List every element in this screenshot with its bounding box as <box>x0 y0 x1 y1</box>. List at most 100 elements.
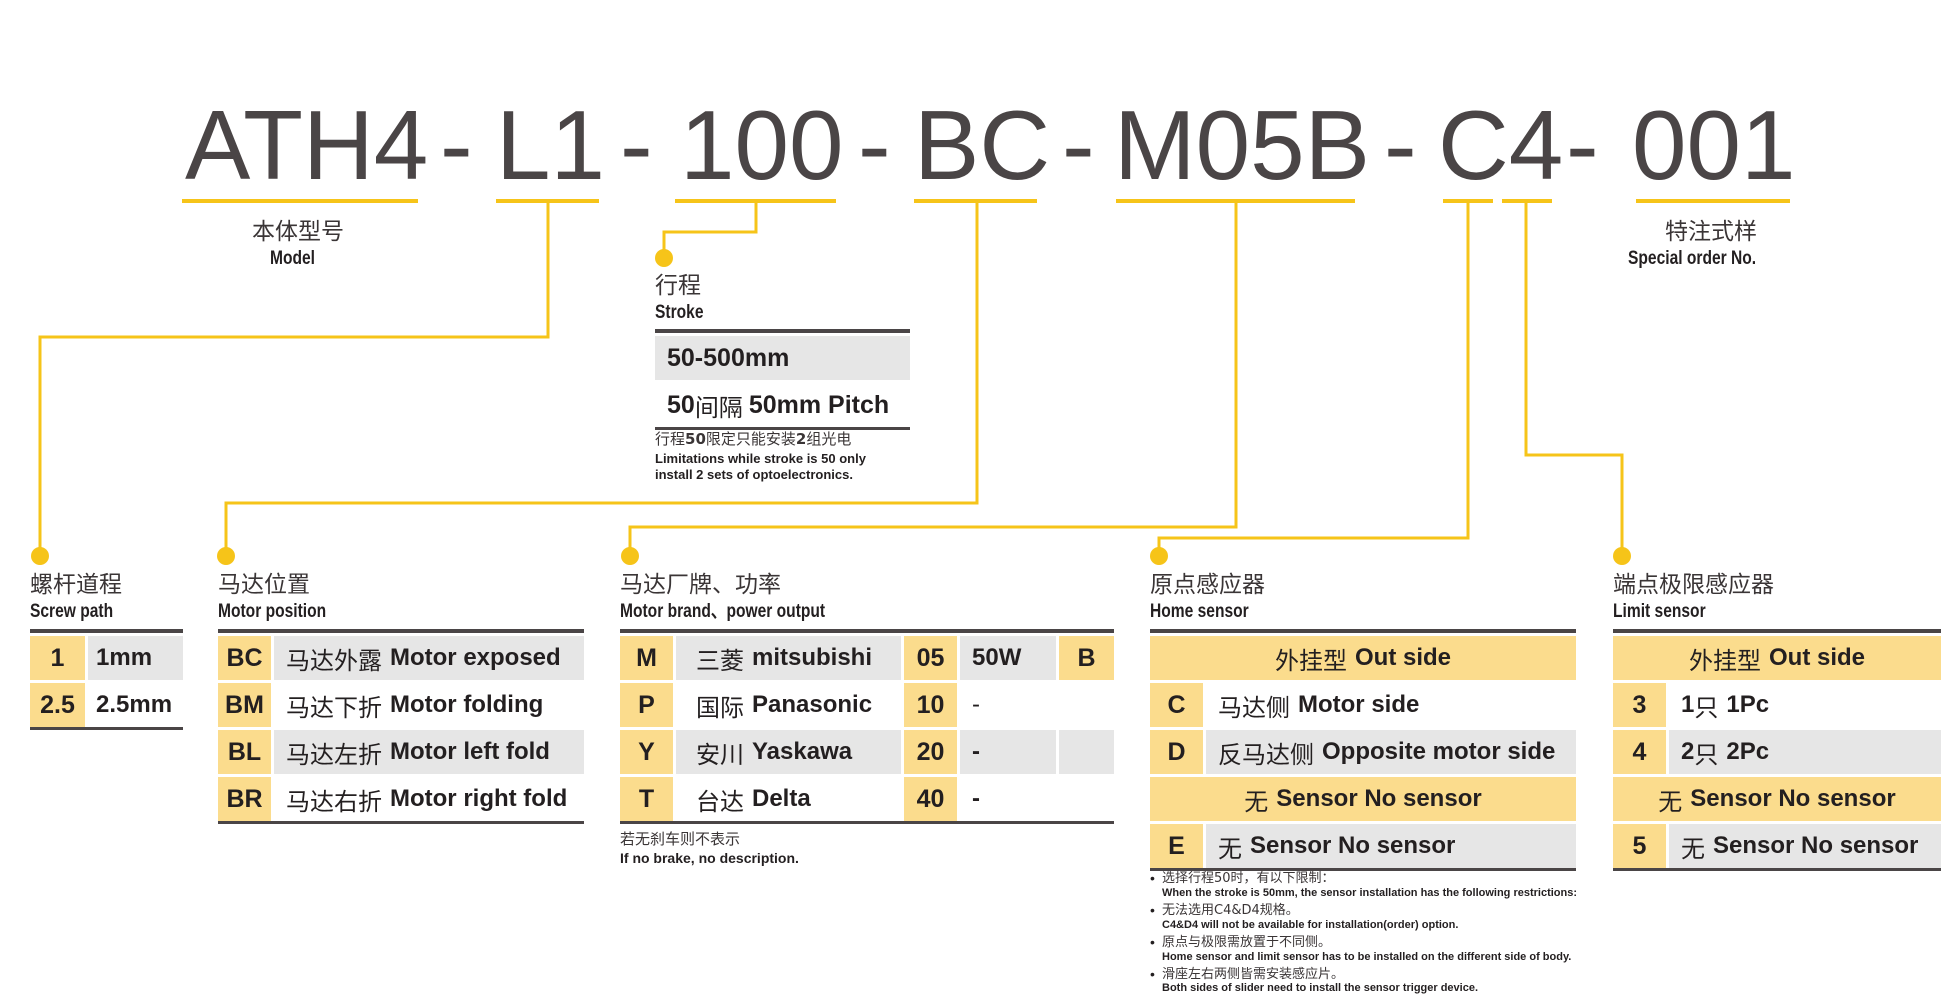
screw-path-row: 1 1mm <box>30 636 183 680</box>
motor-position-rows-3-code: BR <box>218 777 271 821</box>
limit-sensor-rows-1-zh: 只 <box>1694 693 1719 722</box>
motor-brand-rows-0-zh: 三菱 <box>696 646 744 675</box>
stroke-note-en-1: Limitations while stroke is 50 only <box>655 451 866 466</box>
motor-brand-rows-1-pcode: 10 <box>904 683 957 727</box>
limit-sensor-rows-4-en: Sensor No sensor <box>1713 832 1919 859</box>
underline-special-order <box>1636 199 1790 203</box>
home-sensor-rows-2-en: Opposite motor side <box>1322 738 1556 765</box>
screw-path-rows-1-value: 2.5mm <box>88 683 183 727</box>
dot-limit-sensor <box>1613 547 1631 565</box>
model-label-en: Model <box>270 248 316 269</box>
home-sensor-rows-1-code: C <box>1150 683 1203 727</box>
limit-sensor-rows-0-en: Out side <box>1768 644 1865 671</box>
note-bullet: • <box>1150 870 1155 886</box>
stroke-note-zh-prefix: 行程 <box>655 430 686 448</box>
limit-sensor-rows-3-en: Sensor No sensor <box>1690 785 1896 812</box>
underline-limit-sensor <box>1502 199 1552 203</box>
home-note-zh: 原点与极限需放置于不同侧。 <box>1162 935 1332 950</box>
underline-screw-path <box>496 199 599 203</box>
stroke-label-zh: 行程 <box>655 273 701 299</box>
stroke-range-value: 50-500mm <box>655 336 910 380</box>
motor-position-rows-0-zh: 马达外露 <box>286 646 382 675</box>
motor-brand-rows-0-pcode: 05 <box>904 636 957 680</box>
dot-home-sensor <box>1150 547 1168 565</box>
screw-path-rows-1-code: 2.5 <box>30 683 85 727</box>
motor-brand-rows-3-pcode: 40 <box>904 777 957 821</box>
note-bullet: • <box>1150 934 1155 950</box>
motor-position-label-en: Motor position <box>218 601 327 622</box>
motor-brand-note-zh: 若无刹车则不表示 <box>620 830 741 848</box>
motor-brand-rows-2-brake <box>1059 730 1114 774</box>
motor-position-rows-0-en: Motor exposed <box>390 644 561 671</box>
limit-sensor-rows-1-num: 1 <box>1681 691 1695 718</box>
stroke-note-zh-num1: 50 <box>685 430 706 448</box>
dot-motor-position <box>217 547 235 565</box>
stroke-label-en: Stroke <box>655 302 704 323</box>
motor-brand-rows-1-brake <box>1059 683 1114 727</box>
special-order-label-zh: 特注式样 <box>1665 219 1757 245</box>
stroke-note-zh-mid: 限定只能安装 <box>705 430 796 448</box>
motor-brand-rows-3-code: T <box>620 777 673 821</box>
dot-motor-brand <box>621 547 639 565</box>
motor-position-rows-3-en: Motor right fold <box>390 785 568 812</box>
motor-brand-rows-0-code: M <box>620 636 673 680</box>
code-dash-3: - <box>858 90 891 200</box>
motor-position-rows-1-zh: 马达下折 <box>286 693 382 722</box>
code-dash-4: - <box>1062 90 1095 200</box>
stroke-note-zh: 行程50限定只能安装2组光电 <box>655 430 851 448</box>
motor-brand-rows-2-code: Y <box>620 730 673 774</box>
motor-brand-rows-3-zh: 台达 <box>696 787 744 816</box>
description-cell: 外挂型 Out side <box>1613 636 1941 680</box>
limit-sensor-rows-4-zh: 无 <box>1681 834 1705 863</box>
motor-brand-rows-1-code: P <box>620 683 673 727</box>
stroke-note-zh-suffix: 组光电 <box>806 430 852 448</box>
note-bullet: • <box>1150 966 1155 982</box>
limit-sensor-rows-3-zh: 无 <box>1658 787 1683 816</box>
code-model: ATH4 <box>185 90 429 200</box>
screw-path-table: 1 1mm 2.5 2.5mm <box>30 629 183 730</box>
dot-screw-path <box>31 547 49 565</box>
motor-brand-rows-1-en: Panasonic <box>752 691 873 718</box>
screw-path-label-en: Screw path <box>30 601 114 622</box>
home-note-zh: 选择行程50时，有以下限制： <box>1162 871 1335 886</box>
motor-brand-rows-1-power: - <box>960 683 1056 727</box>
limit-sensor-row: 5 无 Sensor No sensor <box>1613 824 1941 868</box>
description-cell: 无 Sensor No sensor <box>1669 824 1941 868</box>
stroke-row-range: 50-500mm <box>655 336 910 380</box>
connector-stroke <box>662 202 758 258</box>
home-sensor-rows-2-code: D <box>1150 730 1203 774</box>
limit-sensor-row: 外挂型 Out side <box>1613 636 1941 680</box>
note-bullet: • <box>1150 902 1155 918</box>
motor-brand-rows-2-pcode: 20 <box>904 730 957 774</box>
motor-brand-rows-3-power: - <box>960 777 1056 821</box>
home-sensor-rows-4-en: Sensor No sensor <box>1250 832 1456 859</box>
limit-sensor-rows-4-code: 5 <box>1613 824 1666 868</box>
limit-sensor-rows-0-zh: 外挂型 <box>1688 646 1761 675</box>
limit-sensor-rows-1-code: 3 <box>1613 683 1666 727</box>
motor-position-rows-2-code: BL <box>218 730 271 774</box>
description-cell: 无 Sensor No sensor <box>1613 777 1941 821</box>
motor-brand-rows-1-zh: 国际 <box>696 693 744 722</box>
connector-motor-position <box>224 202 979 556</box>
home-sensor-rows-4-code: E <box>1150 824 1203 868</box>
motor-brand-label-zh: 马达厂牌、功率 <box>620 572 781 598</box>
code-sensor: C4 <box>1438 90 1564 200</box>
